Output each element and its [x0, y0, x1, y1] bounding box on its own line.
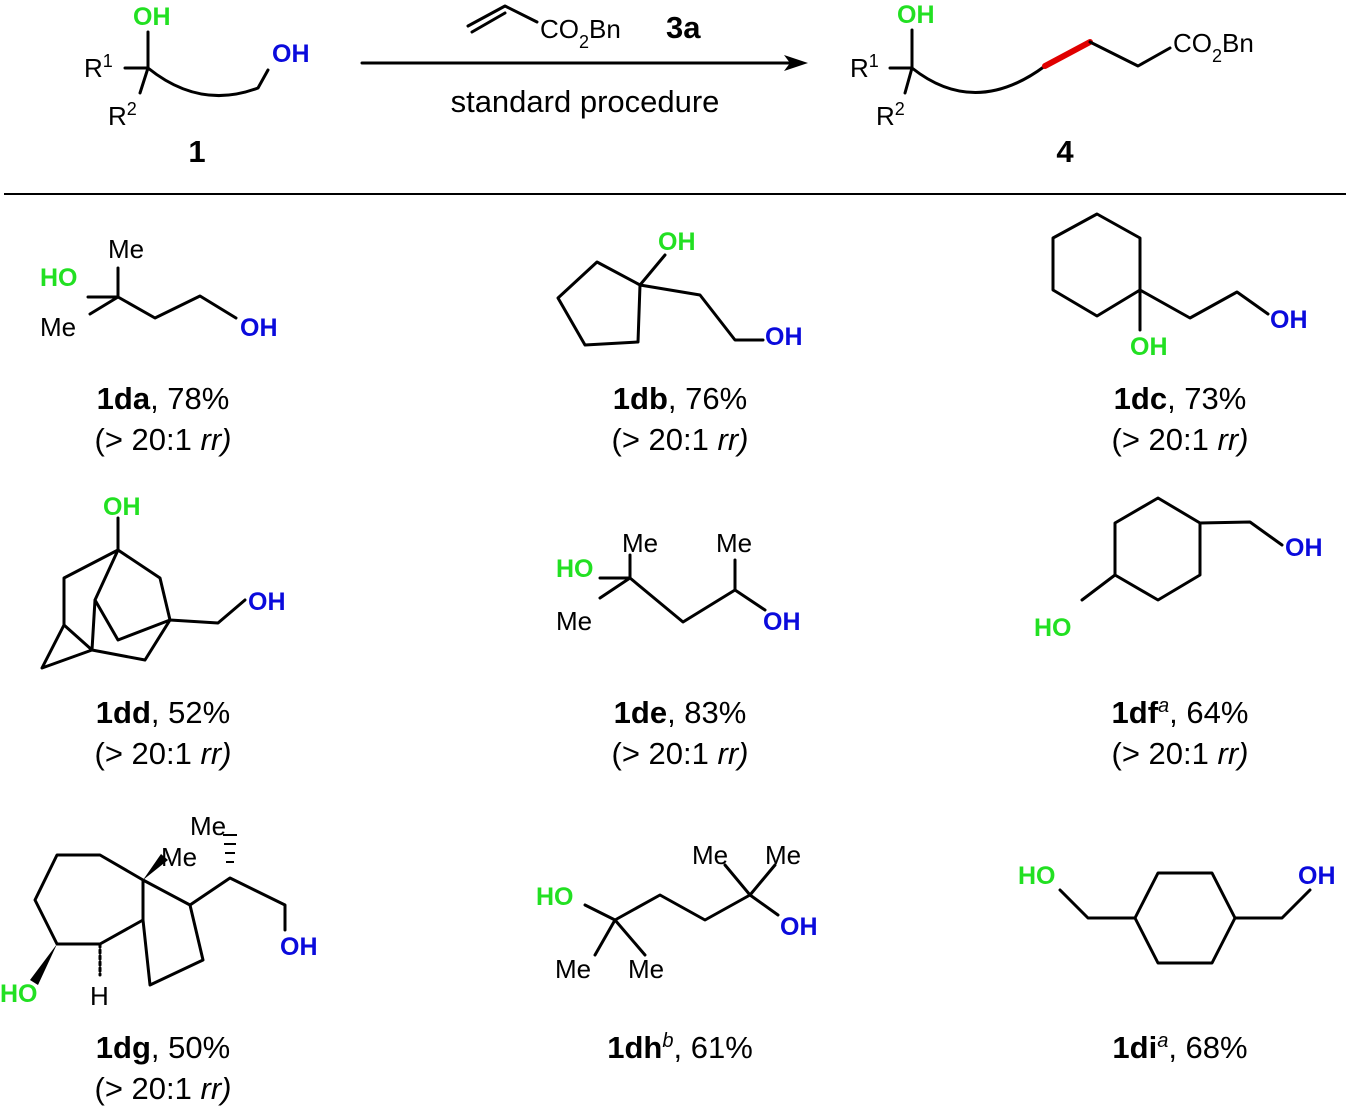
oh-primary-label: OH [272, 40, 310, 68]
reagent-ester-label: CO2Bn [540, 14, 621, 52]
me-label: Me [622, 528, 658, 558]
caption-1de: 1de, 83% [614, 695, 747, 730]
oh-label: OH [780, 913, 818, 941]
hashed-bond [223, 834, 237, 863]
reaction-arrow: CO2Bn 3a standard procedure [360, 4, 808, 119]
structure-1da: HO Me Me OH [40, 234, 278, 342]
structure-1df: HO OH [1034, 496, 1323, 642]
new-bond-red [1042, 39, 1093, 69]
product-r2-label: R2 [876, 99, 905, 131]
me-label: Me [556, 606, 592, 636]
oh-label: OH [658, 228, 696, 256]
oh-label: OH [1270, 306, 1308, 334]
oh-tertiary-label: OH [133, 3, 171, 31]
oh-label: OH [765, 323, 803, 351]
product-id-label: 4 [1056, 134, 1074, 169]
rr-1df: (> 20:1 rr) [1112, 736, 1249, 771]
oh-label: OH [1285, 534, 1323, 562]
structure-1dc: OH OH [1051, 212, 1308, 361]
ho-label: HO [0, 980, 38, 1008]
ho-label: HO [556, 555, 594, 583]
me-label: Me [716, 528, 752, 558]
ho-label: HO [1034, 614, 1072, 642]
oh-label: OH [240, 314, 278, 342]
oh-label: OH [103, 493, 141, 521]
r1-label: R1 [84, 51, 113, 83]
h-label: H [90, 981, 109, 1011]
me-label: Me [628, 954, 664, 984]
caption-1dd: 1dd, 52% [96, 695, 230, 730]
starting-material-1: OH OH R1 R2 1 [84, 3, 310, 169]
me-label: Me [108, 234, 144, 264]
start-id-label: 1 [188, 134, 205, 169]
general-reaction: OH OH R1 R2 1 CO2Bn 3a standard procedur… [4, 1, 1346, 195]
caption-1di: 1dia, 68% [1112, 1030, 1247, 1065]
me-label: Me [765, 840, 801, 870]
me-label: Me [40, 312, 76, 342]
reagent-id-label: 3a [666, 10, 701, 45]
oh-label: OH [280, 933, 318, 961]
oh-label: OH [763, 608, 801, 636]
me-label: Me [161, 842, 197, 872]
product-r1-label: R1 [850, 51, 879, 83]
product-4: OH CO2Bn R1 R2 4 [850, 1, 1254, 169]
caption-1df: 1dfa, 64% [1112, 695, 1249, 730]
caption-1dh: 1dhb, 61% [607, 1030, 753, 1065]
ho-label: HO [536, 883, 574, 911]
oh-label: OH [1298, 862, 1336, 890]
ho-label: HO [1018, 862, 1056, 890]
structure-1db: OH OH [556, 228, 803, 351]
wedge-bond [143, 854, 168, 880]
rr-1da: (> 20:1 rr) [95, 422, 232, 457]
me-label: Me [692, 840, 728, 870]
rr-1db: (> 20:1 rr) [612, 422, 749, 457]
caption-1dg: 1dg, 50% [96, 1030, 230, 1065]
ho-label: HO [40, 264, 78, 292]
structure-1di: HO OH [1018, 862, 1336, 965]
product-ester-label: CO2Bn [1173, 28, 1254, 66]
me-label: Me [555, 954, 591, 984]
caption-1dc: 1dc, 73% [1114, 381, 1247, 416]
caption-1da: 1da, 78% [97, 381, 230, 416]
rr-1dc: (> 20:1 rr) [1112, 422, 1249, 457]
me-label: Me [190, 811, 226, 841]
caption-1db: 1db, 76% [613, 381, 747, 416]
structure-1dd: OH OH [40, 493, 286, 670]
conditions-label: standard procedure [451, 84, 720, 119]
captions: 1da, 78% (> 20:1 rr) 1db, 76% (> 20:1 rr… [95, 381, 1249, 1106]
wedge-bond [30, 944, 57, 985]
arrow-head [784, 55, 808, 71]
rr-1de: (> 20:1 rr) [612, 736, 749, 771]
structure-1dg: Me Me OH HO H [0, 811, 318, 1011]
structure-1dh: HO Me Me Me Me OH [536, 840, 818, 984]
rr-1dd: (> 20:1 rr) [95, 736, 232, 771]
product-oh-label: OH [897, 1, 935, 29]
oh-label: OH [248, 588, 286, 616]
rr-1dg: (> 20:1 rr) [95, 1071, 232, 1106]
oh-label: OH [1130, 333, 1168, 361]
structure-1de: HO Me Me Me OH [556, 528, 801, 636]
r2-label: R2 [108, 99, 137, 131]
